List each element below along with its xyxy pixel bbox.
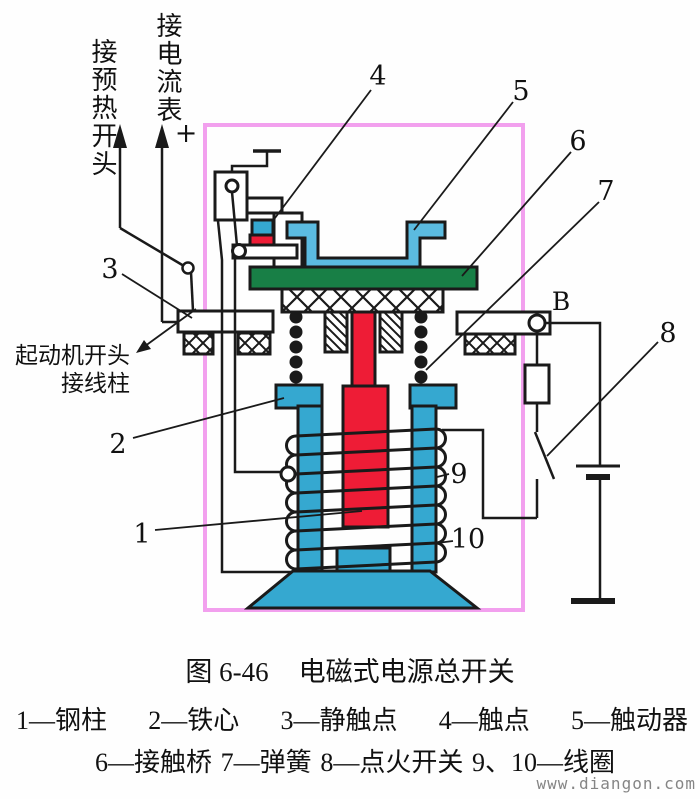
figure-number: 图 6-46 — [185, 657, 269, 687]
legend-line-2: 6—接触桥 7—弹簧 8—点火开关 9、10—线圈 — [95, 742, 615, 779]
label-5: 5 — [512, 76, 529, 107]
label-1: 1 — [133, 519, 150, 550]
insulator-block — [280, 287, 445, 314]
legend-line-1: 1—钢柱 2—铁心 3—静触点 4—触点 5—触动器 — [16, 700, 688, 737]
legend-item: 4—触点 — [438, 706, 530, 735]
external-leads — [113, 124, 195, 324]
leader-8 — [546, 341, 659, 457]
actuator-bracket — [285, 220, 447, 269]
switch-blade — [533, 431, 556, 480]
leader-3 — [121, 273, 193, 319]
contact-point-holder — [250, 218, 275, 237]
guide-block-left — [323, 310, 349, 354]
wire-coil-to-switch — [442, 428, 537, 520]
contact-bridge — [248, 265, 479, 291]
wire-junction — [181, 261, 195, 275]
arrow-to-terminal-text — [136, 340, 151, 353]
label-8: 8 — [659, 318, 676, 349]
relay-housing-frame — [203, 123, 525, 612]
leader-lines — [121, 89, 659, 544]
coil-lead-terminal — [279, 465, 297, 483]
label-b: B — [552, 287, 570, 316]
pivot-arm — [231, 243, 247, 259]
contact-lever-mechanism — [213, 149, 304, 269]
coil-loops-right — [435, 427, 447, 564]
leader-1 — [154, 510, 363, 531]
guide-block-right — [378, 310, 404, 354]
terminal-b-post — [527, 313, 547, 333]
legend-item: 6—接触桥 — [95, 748, 213, 777]
spring-right — [414, 310, 428, 384]
label-9: 9 — [450, 459, 467, 490]
fuse — [523, 363, 551, 405]
lead-label-ammeter: 接电流表 — [153, 12, 182, 124]
core-base — [243, 569, 482, 610]
leader-7 — [425, 201, 600, 371]
wire-b-to-battery — [545, 321, 602, 466]
label-10: 10 — [451, 524, 485, 555]
leader-terminal-text — [140, 308, 197, 350]
spring-left — [289, 310, 303, 384]
coil-windings — [285, 427, 447, 571]
label-6: 6 — [569, 126, 586, 157]
leader-5 — [413, 101, 514, 231]
leader-6 — [461, 151, 572, 277]
legend-item: 8—点火开关 — [320, 748, 464, 777]
legend-item: 2—铁心 — [148, 706, 240, 735]
core-leg-left — [296, 404, 324, 574]
static-contact-left — [176, 309, 275, 356]
leader-10 — [436, 540, 454, 544]
lever-arm — [245, 196, 284, 215]
pivot-top — [224, 178, 240, 194]
legend-item: 1—钢柱 — [16, 706, 108, 735]
figure-title: 电磁式电源总开关 — [298, 657, 515, 687]
steel-plunger — [341, 310, 390, 529]
wire-to-case — [216, 220, 295, 574]
plus-sign: + — [175, 118, 198, 149]
starter-terminal-label: 起动机开头 接线柱 — [0, 342, 130, 398]
label-4: 4 — [369, 61, 386, 92]
figure-caption: 图 6-46 电磁式电源总开关 — [0, 650, 700, 689]
legend-item: 7—弹簧 — [220, 748, 312, 777]
coil-loops-left — [285, 434, 297, 571]
ignition-circuit — [442, 313, 620, 604]
label-2: 2 — [109, 429, 126, 460]
lever-body — [213, 170, 249, 222]
label-7: 7 — [597, 176, 614, 207]
leader-2 — [132, 397, 285, 439]
arrow-up-preheat — [113, 124, 127, 148]
label-3: 3 — [101, 254, 118, 285]
wire-to-coil — [233, 258, 282, 474]
core-center-post — [335, 546, 392, 574]
arrow-up-ammeter — [155, 124, 169, 148]
leader-4 — [271, 89, 372, 223]
legend-item: 5—触动器 — [570, 706, 688, 735]
site-watermark: www.diangon.com — [536, 774, 696, 793]
legend-item: 9、10—线圈 — [471, 748, 615, 777]
starter-terminal-label-line1: 起动机开头 — [15, 343, 130, 368]
leader-9 — [436, 473, 450, 478]
legend-item: 3—静触点 — [280, 706, 398, 735]
starter-terminal-label-line2: 接线柱 — [61, 371, 130, 396]
lead-label-preheat: 接预热开头 — [88, 38, 117, 178]
